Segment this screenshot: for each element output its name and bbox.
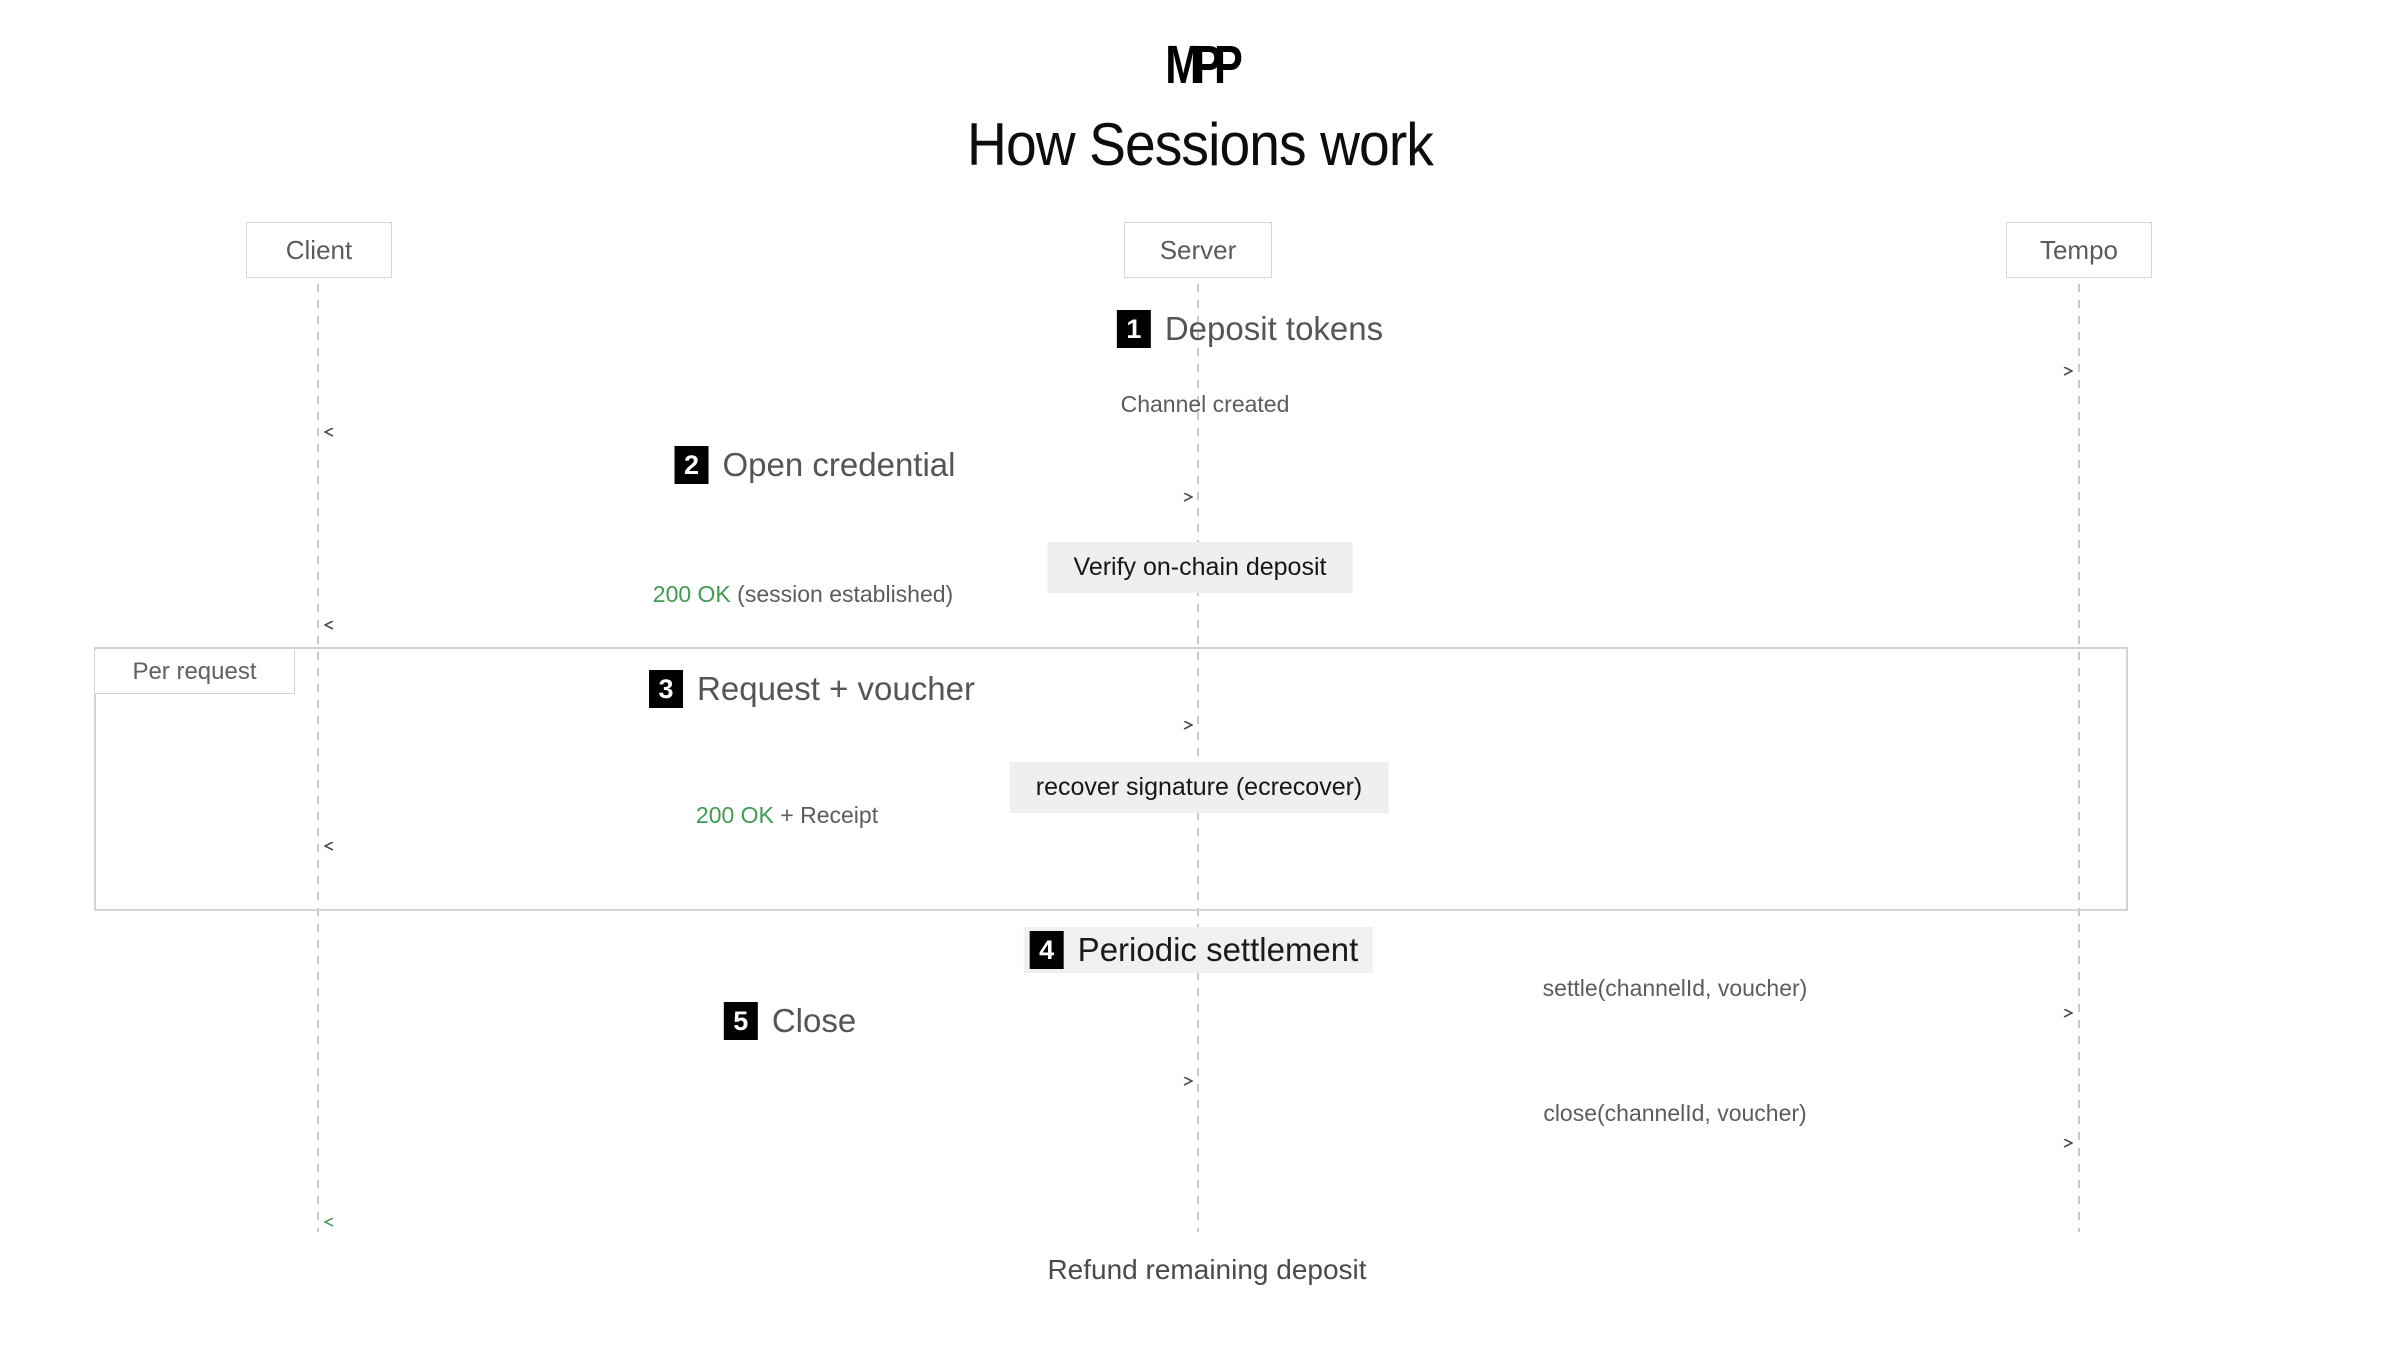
refund-caption-text: Refund remaining deposit (1047, 1254, 1367, 1285)
message-label-close: close(channelId, voucher) (1543, 1100, 1806, 1127)
participant-client[interactable]: Client (246, 222, 392, 278)
fragment-label-per-request: Per request (95, 650, 295, 694)
step-2-open-credential: 2 Open credential (674, 446, 956, 484)
participant-tempo-label: Tempo (2039, 234, 2119, 265)
step-1-label: Deposit tokens (1164, 310, 1384, 347)
note-recover-signature: recover signature (ecrecover) (1009, 762, 1389, 813)
message-label-channel-created: Channel created (1121, 391, 1290, 418)
step-5-label: Close (771, 1002, 857, 1039)
close-call-text: close(channelId, voucher) (1543, 1100, 1807, 1126)
fragment-label-text: Per request (132, 657, 257, 685)
status-code-200ok: 200 OK (652, 581, 731, 607)
session-established-text: (session established) (730, 581, 954, 607)
page-title: How Sessions work (966, 111, 1434, 178)
message-label-settle: settle(channelId, voucher) (1543, 975, 1808, 1002)
step-3-request-voucher: 3 Request + voucher (649, 670, 975, 708)
participant-server-label: Server (1159, 234, 1237, 265)
brand-logo: MPP (1165, 35, 1243, 95)
note-verify-text: Verify on-chain deposit (1073, 553, 1327, 581)
settle-call-text: settle(channelId, voucher) (1542, 975, 1808, 1001)
status-code-200ok-receipt: 200 OK (695, 802, 774, 828)
participant-client-label: Client (285, 234, 353, 265)
note-verify-on-chain-deposit: Verify on-chain deposit (1047, 542, 1353, 593)
note-recover-text: recover signature (ecrecover) (1035, 773, 1363, 801)
channel-created-text: Channel created (1120, 391, 1290, 417)
step-1-deposit-tokens: 1 Deposit tokens (1116, 310, 1384, 348)
fragment-frame (94, 647, 2128, 911)
step-5-close: 5 Close (723, 1002, 857, 1040)
message-arrows (318, 371, 2079, 1222)
step-1-number: 1 (1116, 310, 1151, 348)
step-4-periodic-settlement: 4 Periodic settlement (1023, 927, 1373, 973)
lifelines (317, 252, 2080, 1232)
message-label-200ok-session: 200 OK (session established) (653, 581, 953, 608)
step-4-number: 4 (1029, 931, 1064, 969)
message-label-200ok-receipt: 200 OK + Receipt (696, 802, 878, 829)
step-3-label: Request + voucher (697, 670, 975, 707)
step-5-number: 5 (723, 1002, 758, 1040)
participant-tempo[interactable]: Tempo (2006, 222, 2152, 278)
step-4-label: Periodic settlement (1077, 931, 1359, 968)
footer-caption-refund: Refund remaining deposit (1047, 1254, 1366, 1286)
participant-server[interactable]: Server (1124, 222, 1272, 278)
receipt-text: + Receipt (773, 802, 879, 828)
step-3-number: 3 (649, 670, 684, 708)
step-2-label: Open credential (722, 446, 956, 483)
step-2-number: 2 (674, 446, 709, 484)
